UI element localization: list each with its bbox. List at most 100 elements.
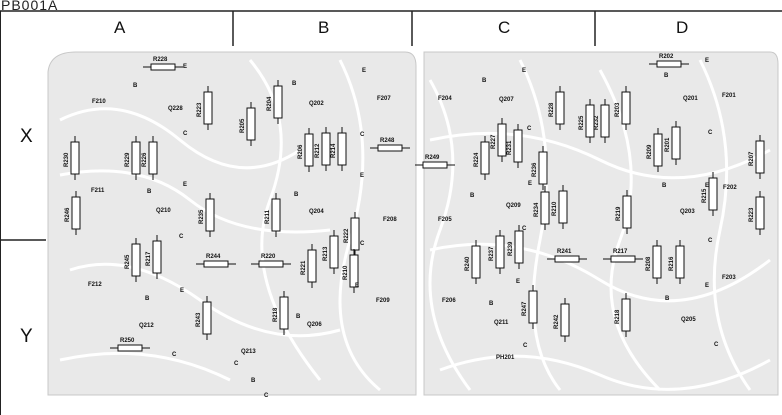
resistor-label: R201 (665, 137, 671, 152)
fuse-label: F207 (377, 96, 391, 102)
resistor-body (621, 298, 631, 332)
column-label-d: D (676, 18, 689, 37)
resistor-label: R222 (344, 228, 350, 243)
resistor: R226 (142, 136, 158, 180)
resistor-body (258, 260, 284, 268)
resistor-label: R202 (659, 54, 674, 60)
resistor: R218 (615, 293, 631, 337)
transistor: Q205 (681, 317, 696, 323)
fuse: F208 (383, 217, 397, 223)
fuse-label: F210 (92, 99, 106, 105)
resistor-label: R210 (552, 201, 558, 216)
transistor: Q228 (168, 106, 183, 112)
resistor: R229 (125, 136, 141, 180)
resistor-label: R217 (146, 251, 152, 266)
transistor-label: Q207 (499, 97, 514, 103)
resistor-label: R239 (508, 241, 514, 256)
resistor-body (755, 196, 765, 230)
resistor-label: R245 (125, 254, 131, 269)
pin-label: B (294, 192, 299, 198)
column-label-c: C (498, 18, 511, 37)
fuse: F203 (722, 275, 736, 281)
transistor: Q206 (307, 322, 322, 328)
fuse-label: F208 (383, 217, 397, 223)
resistor-body (70, 141, 80, 175)
resistor-label: R218 (615, 309, 621, 324)
resistor: R245 (125, 238, 141, 282)
resistor: R224 (474, 136, 490, 180)
resistor-label: R212 (315, 143, 321, 158)
resistor-label: R213 (323, 246, 329, 261)
transistor-label: Q213 (241, 349, 256, 355)
resistor-label: R232 (594, 115, 600, 130)
fuse: F212 (88, 282, 102, 288)
resistor-body (555, 91, 565, 125)
resistor-body (350, 217, 360, 251)
resistor: R249 (415, 155, 455, 169)
resistor: R217 (146, 235, 162, 279)
column-label-a: A (114, 18, 126, 37)
resistor-label: R209 (647, 144, 653, 159)
resistor-label: R246 (65, 207, 71, 222)
resistor: R223 (749, 191, 765, 235)
row-label-y: Y (20, 326, 33, 347)
resistor: R248 (370, 138, 410, 152)
transistor-label: Q201 (683, 96, 698, 102)
resistor: R237 (489, 230, 505, 274)
resistor: R247 (522, 285, 538, 329)
resistor: R242 (554, 298, 570, 342)
drawing-title: PB001A (1, 0, 59, 13)
resistor: R236 (532, 146, 548, 190)
fuse-label: F204 (438, 96, 452, 102)
resistor-body (349, 254, 359, 288)
pin-label: B (145, 296, 150, 302)
pin-label: E (355, 283, 359, 289)
transistor: Q211 (494, 320, 509, 326)
resistor-body (273, 85, 283, 119)
resistor-body (150, 63, 176, 71)
resistor: R207 (749, 135, 765, 179)
resistor: R204 (267, 80, 283, 124)
resistor: R210 (552, 185, 568, 229)
resistor-label: R214 (331, 143, 337, 158)
resistor-body (528, 290, 538, 324)
resistor-label: R229 (125, 152, 131, 167)
resistor: R235 (199, 193, 215, 237)
fuse-label: F201 (722, 93, 736, 99)
fuse: F211 (91, 188, 105, 194)
resistor-label: R240 (465, 256, 471, 271)
resistor: R228 (549, 86, 565, 130)
resistor-label: R237 (489, 246, 495, 261)
pin-label: B (470, 193, 475, 199)
resistor-body (131, 141, 141, 175)
pin-label: E (522, 68, 526, 74)
resistor-label: R210 (343, 265, 349, 280)
resistor-label: R250 (120, 338, 135, 344)
resistor: R203 (615, 86, 631, 130)
pin-label: E (180, 288, 184, 294)
resistor: R206 (298, 128, 314, 172)
resistor-body (304, 133, 314, 167)
pin-label: B (147, 189, 152, 195)
resistor-label: R244 (206, 254, 221, 260)
resistor: R215 (702, 172, 718, 216)
resistor-body (554, 255, 580, 263)
transistor-label: Q209 (506, 203, 521, 209)
resistor-label: R248 (380, 138, 395, 144)
resistor: R202 (649, 54, 689, 68)
transistor-label: Q202 (309, 101, 324, 107)
transistor-label: Q212 (139, 323, 154, 329)
pin-label: B (482, 78, 487, 84)
resistor-body (610, 255, 636, 263)
resistor-body (307, 249, 317, 283)
resistor-body (148, 141, 158, 175)
resistor-label: R220 (261, 254, 276, 260)
pin-label: B (292, 81, 297, 87)
resistor: R220 (251, 254, 291, 268)
resistor-label: R234 (534, 202, 540, 217)
resistor: R213 (323, 230, 339, 274)
resistor-label: R225 (579, 115, 585, 130)
resistor-body (560, 303, 570, 337)
resistor: R230 (64, 136, 80, 180)
fuse-label: F212 (88, 282, 102, 288)
